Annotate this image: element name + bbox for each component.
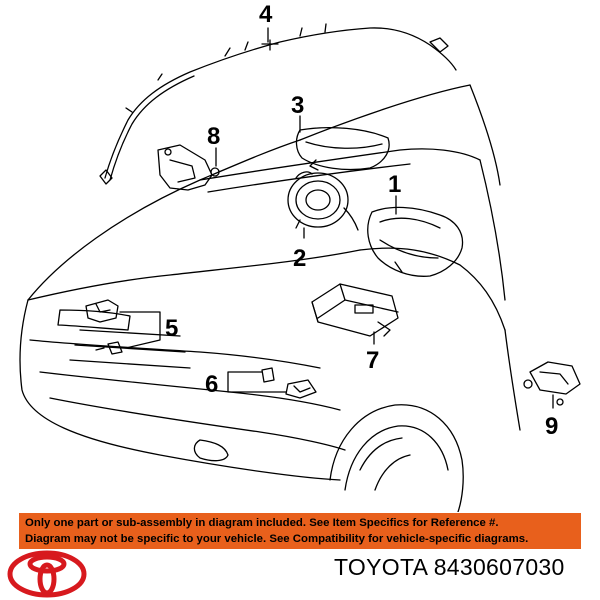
vehicle-outline	[19, 84, 521, 512]
callout-6: 6	[205, 371, 218, 398]
part-2-spiral-cable	[287, 171, 359, 231]
callout-2: 2	[293, 245, 306, 272]
leader-5	[119, 311, 161, 349]
brand-name: TOYOTA	[334, 554, 427, 580]
callout-9: 9	[545, 413, 558, 440]
callout-5: 5	[165, 315, 178, 342]
callout-4: 4	[259, 1, 273, 28]
notice-banner: Only one part or sub-assembly in diagram…	[19, 513, 581, 549]
part-8-sensor	[157, 144, 220, 191]
part-5-front-sensor	[85, 299, 123, 355]
part-footer: TOYOTA 8430607030	[334, 554, 596, 581]
part-number: 8430607030	[433, 554, 565, 580]
callout-8: 8	[207, 123, 220, 150]
part-9-rear-sensor	[523, 361, 581, 406]
toyota-logo-icon	[7, 550, 87, 598]
notice-line-2: Diagram may not be specific to your vehi…	[25, 533, 529, 545]
notice-line-1: Only one part or sub-assembly in diagram…	[25, 517, 499, 529]
part-3-airbag-module	[295, 126, 390, 171]
part-6-side-sensor	[261, 367, 317, 399]
callout-1: 1	[388, 171, 401, 198]
leader-6	[227, 371, 287, 393]
callout-7: 7	[366, 347, 379, 374]
part-7-control-module	[311, 283, 399, 337]
airbag-parts-diagram: 4 3 8 1 2 5 7 6 9	[19, 1, 581, 512]
curtain-airbag-harness	[99, 23, 457, 185]
callout-3: 3	[291, 92, 304, 119]
part-1-passenger-airbag	[367, 206, 464, 277]
